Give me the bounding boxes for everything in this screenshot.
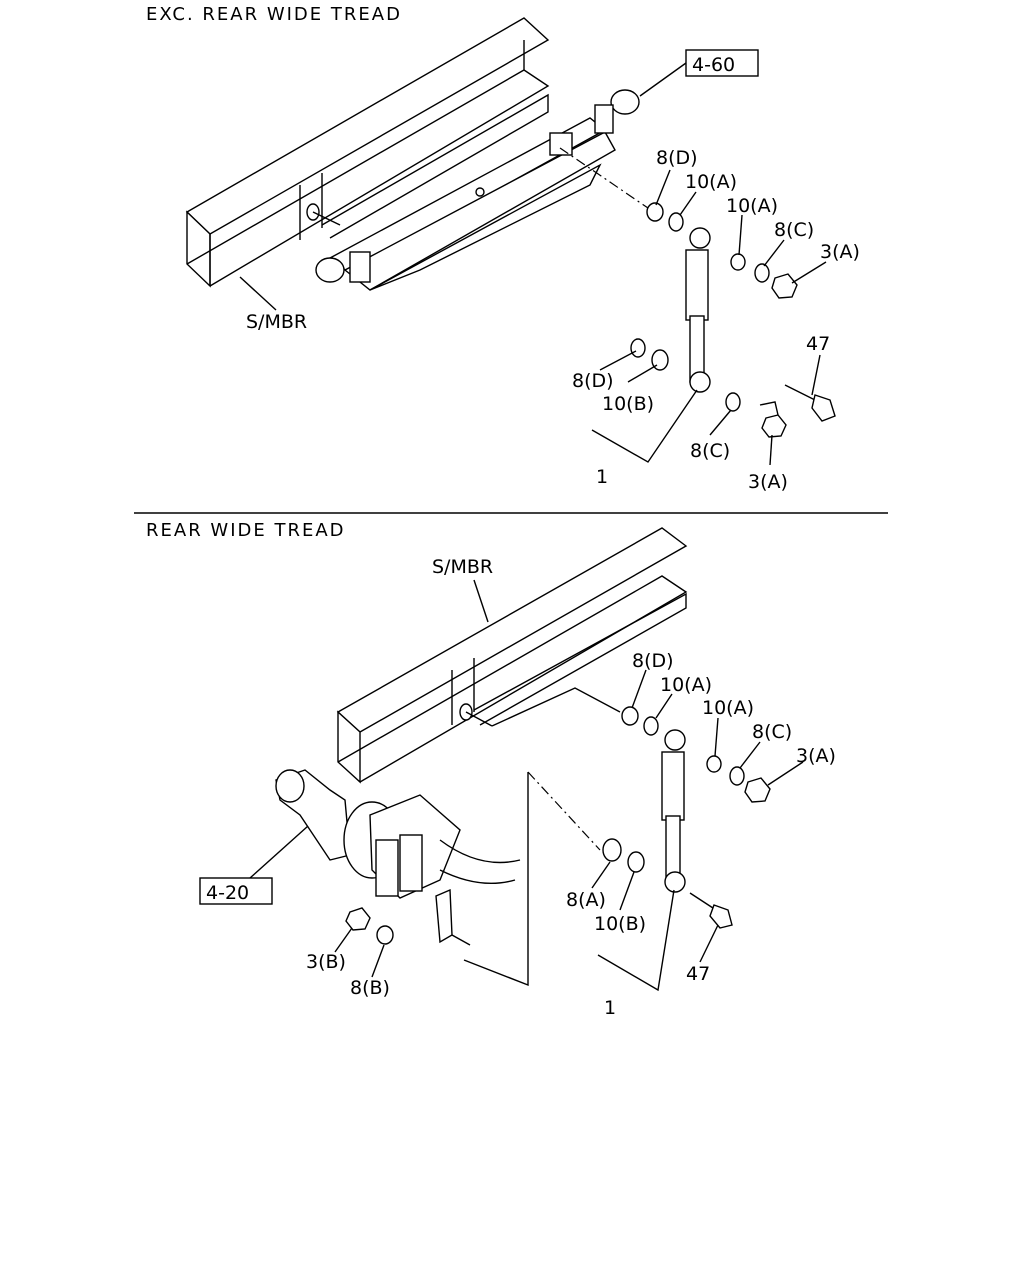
label-10b-lower: 10(B) <box>594 913 646 935</box>
svg-text:4-20: 4-20 <box>206 882 249 904</box>
label-47-lower: 47 <box>686 963 710 985</box>
leaf-spring <box>315 89 640 291</box>
nut-3a-lower <box>761 414 787 438</box>
label-3a-lower: 3(A) <box>796 745 836 767</box>
washer-8d-lower <box>630 338 646 358</box>
section-rear-wide-tread: REAR WIDE TREAD <box>146 520 836 1019</box>
frame-bracket-pin <box>306 203 341 226</box>
label-8d-upper: 8(D) <box>656 147 698 169</box>
label-10a-b-upper: 10(A) <box>726 195 778 217</box>
label-47-upper: 47 <box>806 333 830 355</box>
label-8c-lower-upper: 8(C) <box>690 440 730 462</box>
frame-side-member <box>185 17 550 288</box>
label-8a-lower: 8(A) <box>566 889 606 911</box>
label-8d-lower: 8(D) <box>632 650 674 672</box>
washer-8d <box>646 202 664 222</box>
section-title-exc-rear-wide-tread: EXC. REAR WIDE TREAD <box>146 4 402 25</box>
nut-3a <box>771 273 798 299</box>
bushing-10a-b <box>730 253 746 271</box>
label-3b-lower: 3(B) <box>306 951 346 973</box>
label-1-lower: 1 <box>604 997 616 1019</box>
frame-side-member-lower <box>336 527 688 784</box>
label-8c-lower: 8(C) <box>752 721 792 743</box>
ref-box-4-20: 4-20 <box>199 825 309 905</box>
bolt-47 <box>811 394 836 422</box>
label-8b-lower: 8(B) <box>350 977 390 999</box>
shock-absorber-upper <box>685 227 711 393</box>
label-s-mbr-lower: S/MBR <box>432 556 493 578</box>
label-8c-upper: 8(C) <box>774 219 814 241</box>
washer-8c-lower <box>725 392 741 412</box>
label-3a-lower-upper: 3(A) <box>748 471 788 493</box>
frame-bracket-pin-lower <box>459 703 493 727</box>
label-8d-lower-upper: 8(D) <box>572 370 614 392</box>
axle-bracket <box>435 888 471 946</box>
svg-text:4-60: 4-60 <box>692 54 735 76</box>
section-exc-rear-wide-tread: EXC. REAR WIDE TREAD <box>146 4 860 493</box>
leader-lines-lower <box>334 669 804 992</box>
washer-8c <box>754 263 770 283</box>
ref-box-4-60: 4-60 <box>639 49 759 97</box>
rear-axle-housing <box>275 769 521 899</box>
shock-absorber-lower <box>661 729 686 893</box>
leader-lines-upper <box>591 169 827 466</box>
label-10a-b-lower: 10(A) <box>702 697 754 719</box>
label-10a-a-upper: 10(A) <box>685 171 737 193</box>
label-s-mbr-upper: S/MBR <box>246 311 307 333</box>
label-3a-upper: 3(A) <box>820 241 860 263</box>
label-10a-a-lower: 10(A) <box>660 674 712 696</box>
section-title-rear-wide-tread: REAR WIDE TREAD <box>146 520 346 541</box>
hardware-upper <box>630 202 836 438</box>
label-10b-upper: 10(B) <box>602 393 654 415</box>
hardware-lower <box>345 706 771 945</box>
bushing-10a <box>668 212 684 232</box>
label-1-upper: 1 <box>596 466 608 488</box>
